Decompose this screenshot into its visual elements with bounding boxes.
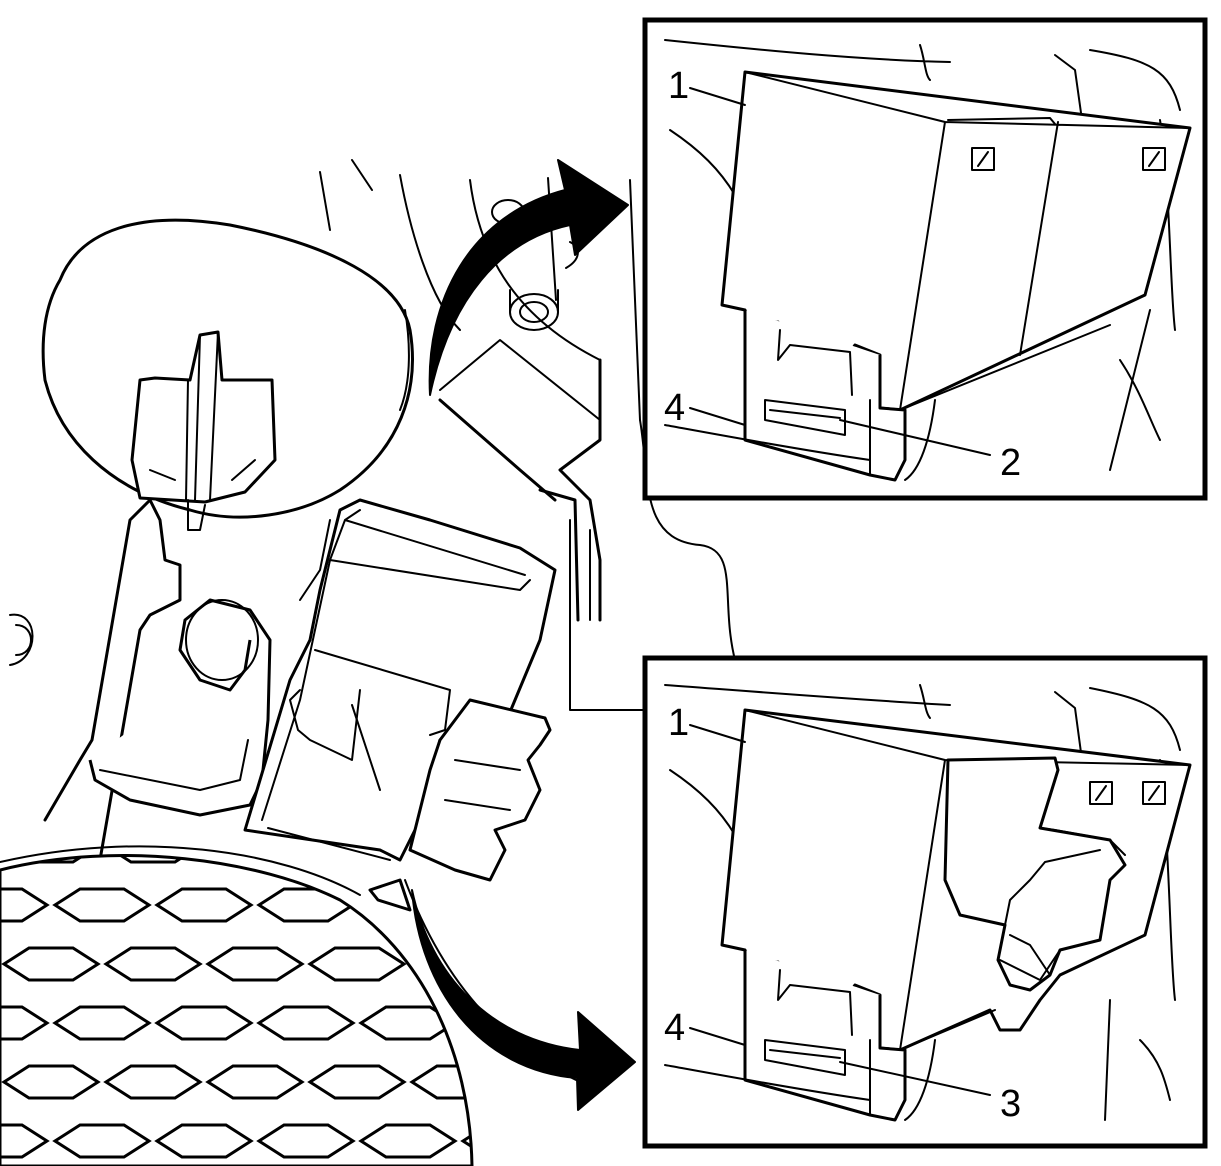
relay-clip-released — [943, 756, 1127, 992]
detail-panel-bottom: 1 4 3 — [642, 655, 1208, 1149]
relay-main — [243, 498, 601, 1091]
speaker-grille — [0, 845, 474, 1166]
arrow-up-icon — [428, 159, 629, 396]
arrow-down-icon — [411, 889, 636, 1111]
main-illustration — [0, 159, 736, 1166]
relay-connector — [408, 698, 552, 882]
callout-4-top: 4 — [664, 387, 685, 429]
fuse-box-cap — [41, 218, 414, 531]
callout-3: 3 — [1000, 1083, 1021, 1125]
bracket — [88, 598, 272, 817]
callout-1-top: 1 — [668, 65, 689, 107]
latch-icon — [971, 147, 1166, 171]
detail-panel-top: 1 4 2 — [642, 17, 1208, 501]
callout-4-bottom: 4 — [664, 1007, 685, 1049]
callout-1-bottom: 1 — [668, 702, 689, 744]
latch-icon — [1089, 781, 1166, 805]
callout-2: 2 — [1000, 442, 1021, 484]
